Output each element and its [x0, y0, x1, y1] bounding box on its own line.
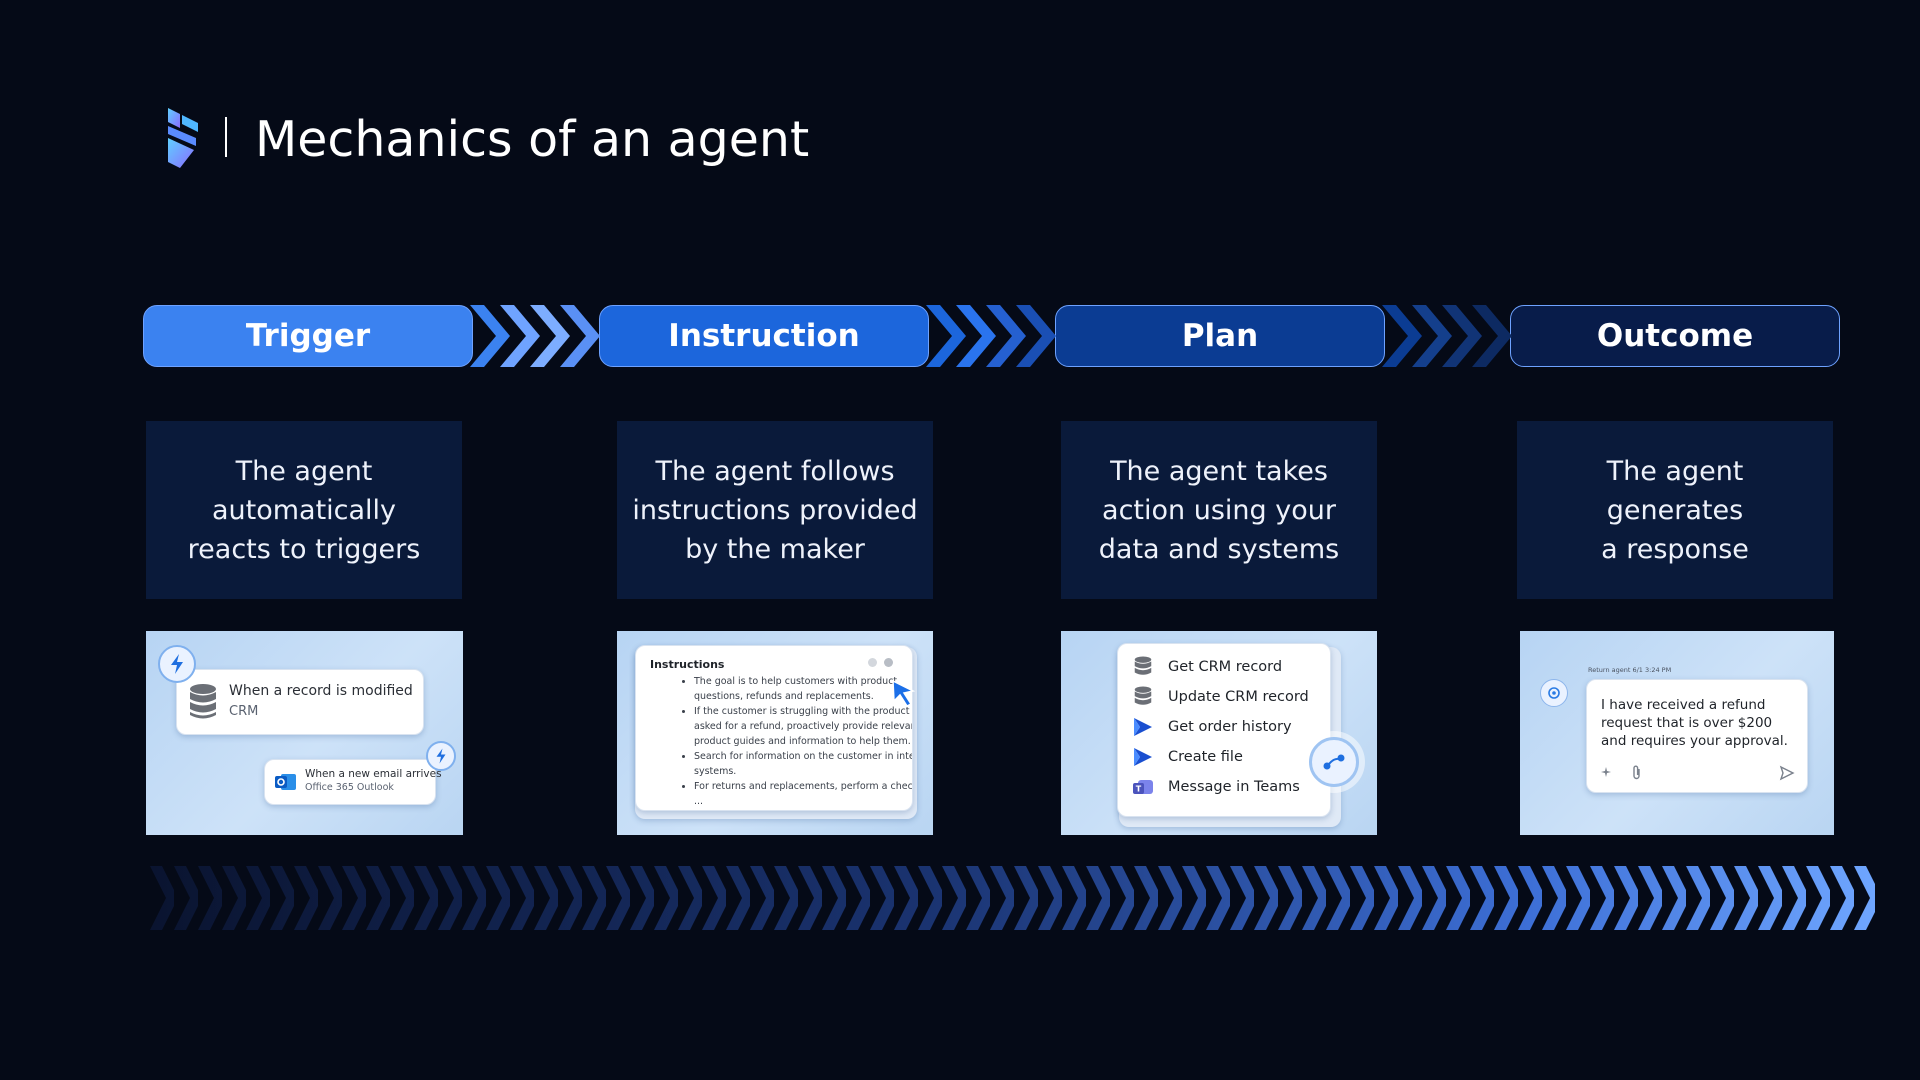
lightning-icon — [426, 741, 456, 771]
database-icon — [1134, 656, 1152, 675]
dynamics-icon — [1134, 718, 1152, 736]
plan-action-label: Message in Teams — [1168, 779, 1300, 795]
stage-instruction: Instruction — [599, 305, 929, 367]
plan-action-label: Update CRM record — [1168, 689, 1309, 705]
plan-action-row: Create file — [1132, 744, 1243, 770]
stage-outcome: Outcome — [1510, 305, 1840, 367]
stage-plan: Plan — [1055, 305, 1385, 367]
header-divider — [225, 117, 227, 157]
lightning-icon — [158, 645, 196, 683]
trigger-illustration: When a record is modified CRM When a new… — [146, 631, 463, 835]
description-trigger: The agent automatically reacts to trigge… — [146, 421, 462, 599]
list-item: Search for information on the customer i… — [694, 749, 912, 779]
email-card-sub: Office 365 Outlook — [305, 782, 394, 793]
database-icon — [1134, 686, 1152, 705]
instructions-heading: Instructions — [650, 658, 725, 671]
paperclip-icon — [1633, 765, 1640, 780]
email-card-title: When a new email arrives — [305, 768, 442, 780]
plan-action-row: Get CRM record — [1132, 654, 1282, 680]
trigger-card-sub: CRM — [229, 704, 259, 719]
progress-arrow-strip — [150, 866, 1875, 930]
instruction-illustration: Instructions The goal is to help custome… — [617, 631, 933, 835]
outlook-icon — [275, 774, 296, 790]
agent-logo-icon — [168, 108, 198, 168]
cursor-icon — [892, 679, 916, 707]
outcome-illustration: Return agent 6/1 3:24 PM I have received… — [1520, 631, 1834, 835]
description-instruction: The agent follows instructions provided … — [617, 421, 933, 599]
dynamics-icon — [1134, 748, 1152, 766]
list-item: If the customer is struggling with the p… — [694, 704, 912, 749]
plan-illustration: Get CRM record Update CRM record Get ord… — [1061, 631, 1377, 835]
trigger-card-crm: When a record is modified CRM — [176, 669, 424, 735]
description-outcome: The agent generates a response — [1517, 421, 1833, 599]
plan-action-label: Create file — [1168, 749, 1243, 765]
flow-connector-icon — [1309, 737, 1359, 787]
message-meta: Return agent 6/1 3:24 PM — [1588, 666, 1672, 674]
list-item: For returns and replacements, perform a … — [694, 779, 912, 809]
plan-action-row: Update CRM record — [1132, 684, 1309, 710]
page-title: Mechanics of an agent — [255, 111, 810, 168]
svg-text:T: T — [1136, 785, 1142, 794]
agent-avatar-icon — [1540, 679, 1568, 707]
database-icon — [190, 684, 216, 719]
window-dot — [884, 658, 893, 667]
teams-icon: T — [1133, 780, 1153, 794]
response-message: I have received a refund request that is… — [1601, 697, 1788, 749]
chevron-arrows-icon — [1382, 305, 1512, 367]
plan-action-row: Get order history — [1132, 714, 1292, 740]
trigger-card-title: When a record is modified — [229, 683, 413, 699]
send-icon[interactable] — [1779, 765, 1795, 781]
window-dot — [868, 658, 877, 667]
sparkle-icon — [1601, 767, 1611, 777]
response-card: I have received a refund request that is… — [1586, 679, 1808, 793]
plan-action-label: Get order history — [1168, 719, 1292, 735]
instructions-list: The goal is to help customers with produ… — [650, 674, 912, 809]
stage-trigger: Trigger — [143, 305, 473, 367]
plan-actions-card: Get CRM record Update CRM record Get ord… — [1117, 643, 1331, 817]
description-plan: The agent takes action using your data a… — [1061, 421, 1377, 599]
plan-action-row: T Message in Teams — [1132, 774, 1300, 800]
trigger-card-email: When a new email arrives Office 365 Outl… — [264, 759, 442, 805]
chevron-arrows-icon — [926, 305, 1056, 367]
plan-action-label: Get CRM record — [1168, 659, 1283, 675]
instructions-card: Instructions The goal is to help custome… — [635, 645, 913, 811]
chevron-arrows-icon — [470, 305, 600, 367]
list-item: The goal is to help customers with produ… — [694, 674, 912, 704]
